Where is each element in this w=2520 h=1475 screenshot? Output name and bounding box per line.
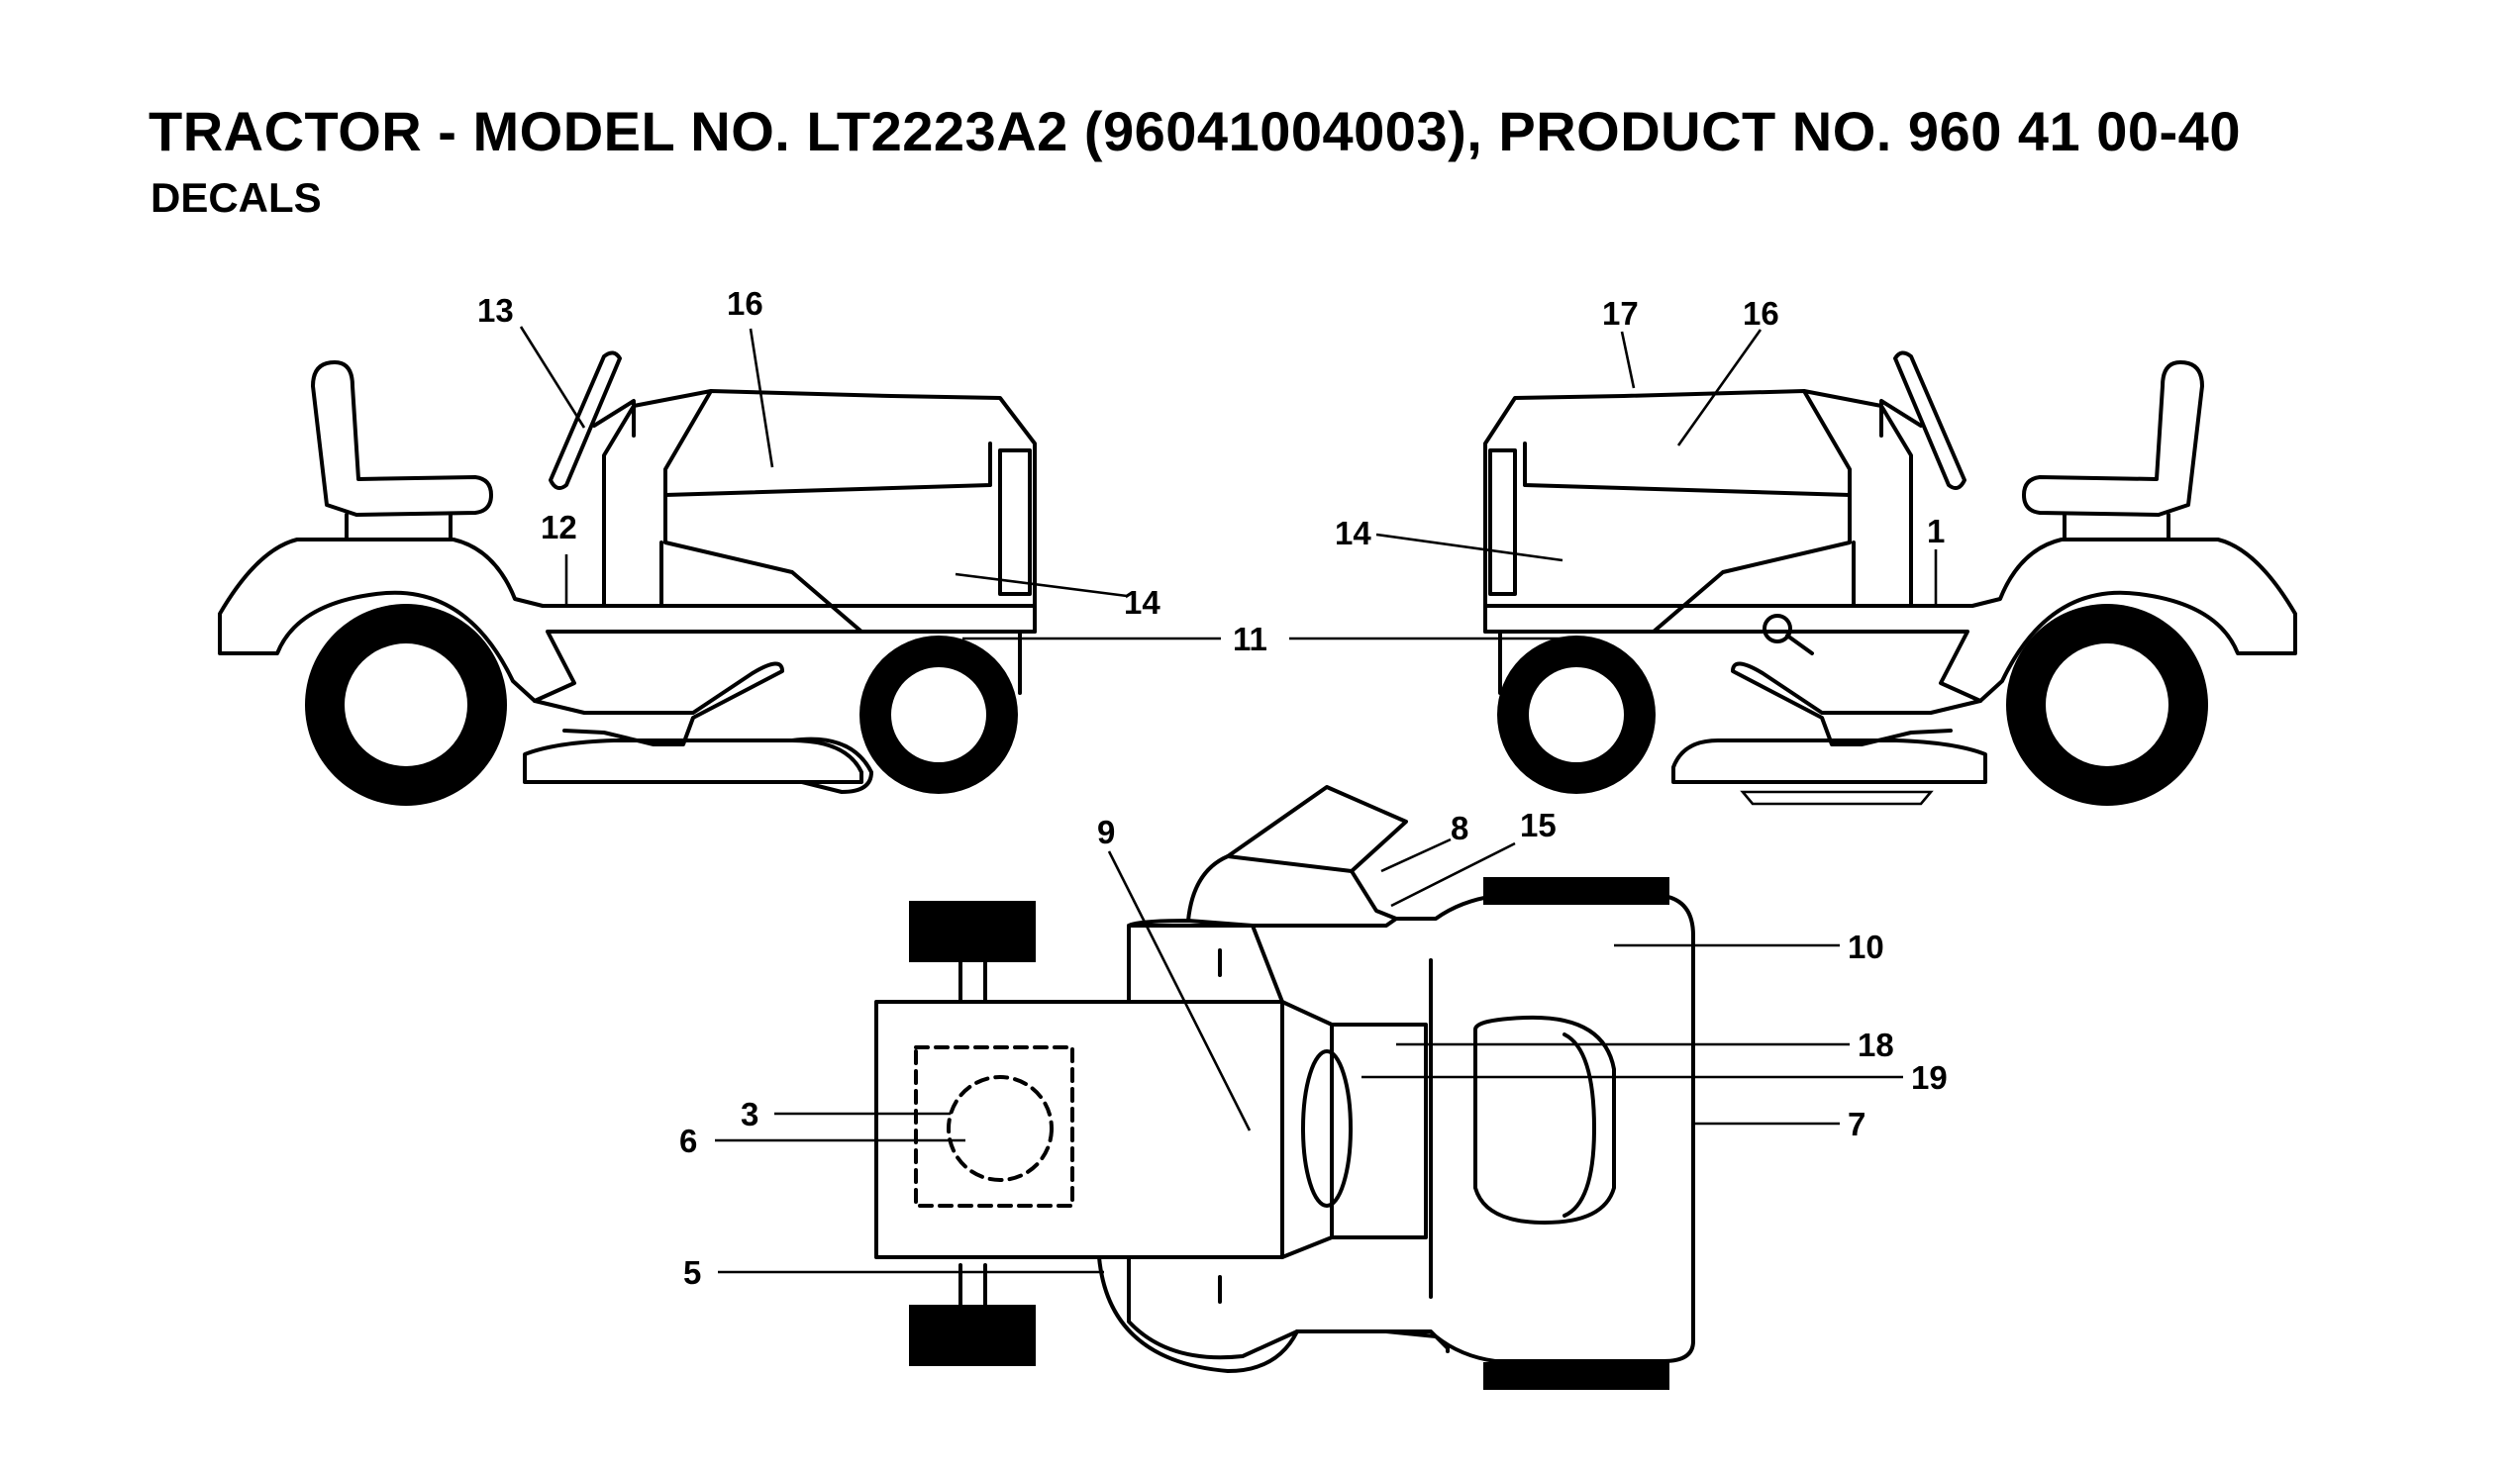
callout-7: 7 bbox=[1848, 1106, 1865, 1142]
callout-17: 17 bbox=[1602, 295, 1639, 332]
callout-14-right: 14 bbox=[1335, 515, 1371, 551]
callout-10: 10 bbox=[1848, 929, 1884, 965]
rear-fender-right-view bbox=[1483, 538, 2297, 703]
callout-18: 18 bbox=[1858, 1027, 1894, 1063]
rear-tire-top-left bbox=[909, 901, 1036, 962]
seat-top-view bbox=[874, 1000, 1284, 1259]
tractor-top-view bbox=[874, 785, 1695, 1390]
hood-right-view bbox=[1483, 389, 1852, 634]
callout-5: 5 bbox=[683, 1254, 701, 1291]
callout-13: 13 bbox=[477, 292, 514, 329]
tractor-left-side-view bbox=[218, 350, 1037, 806]
rear-fender-left-view bbox=[218, 538, 1037, 703]
callout-9: 9 bbox=[1097, 814, 1115, 850]
callout-8: 8 bbox=[1451, 810, 1468, 846]
hood-top-view bbox=[1127, 894, 1695, 1363]
callout-12: 12 bbox=[541, 509, 577, 545]
steering-top-view bbox=[1301, 1049, 1353, 1208]
callout-15: 15 bbox=[1520, 807, 1557, 843]
callout-16-left: 16 bbox=[727, 285, 763, 322]
callout-16-right: 16 bbox=[1743, 295, 1779, 332]
hood-left-view bbox=[663, 389, 1037, 634]
steering-wheel-left-view bbox=[549, 350, 622, 491]
mower-deck-right-view bbox=[1671, 738, 1987, 784]
seat-left-view bbox=[311, 360, 493, 517]
callout-11: 11 bbox=[1233, 621, 1267, 657]
discharge-chute-top-view bbox=[1186, 785, 1408, 923]
leader-lines bbox=[519, 326, 1938, 1274]
lift-lever-knob bbox=[1763, 614, 1792, 643]
callout-6: 6 bbox=[679, 1123, 697, 1159]
callout-1: 1 bbox=[1927, 513, 1945, 549]
fender-top-view bbox=[1127, 919, 1284, 1004]
engine-top-view bbox=[1473, 1015, 1616, 1225]
mower-deck-left-view bbox=[523, 738, 863, 784]
callout-3: 3 bbox=[741, 1096, 758, 1132]
seat-right-view bbox=[2022, 360, 2204, 517]
callout-14-left: 14 bbox=[1124, 584, 1160, 621]
front-tire-top-right bbox=[1483, 1362, 1669, 1390]
steering-wheel-right-view bbox=[1893, 350, 1966, 491]
front-tire-top-left bbox=[1483, 877, 1669, 905]
callout-19: 19 bbox=[1911, 1059, 1948, 1096]
page-subtitle: DECALS bbox=[151, 174, 322, 221]
rear-tire-top-right bbox=[909, 1305, 1036, 1366]
tractor-right-side-view bbox=[1483, 350, 2297, 806]
callout-labels: 13 16 12 14 11 17 16 14 1 9 8 15 10 18 1… bbox=[477, 285, 1948, 1291]
page-title: TRACTOR - MODEL NO. LT2223A2 (9604100400… bbox=[149, 100, 2241, 162]
